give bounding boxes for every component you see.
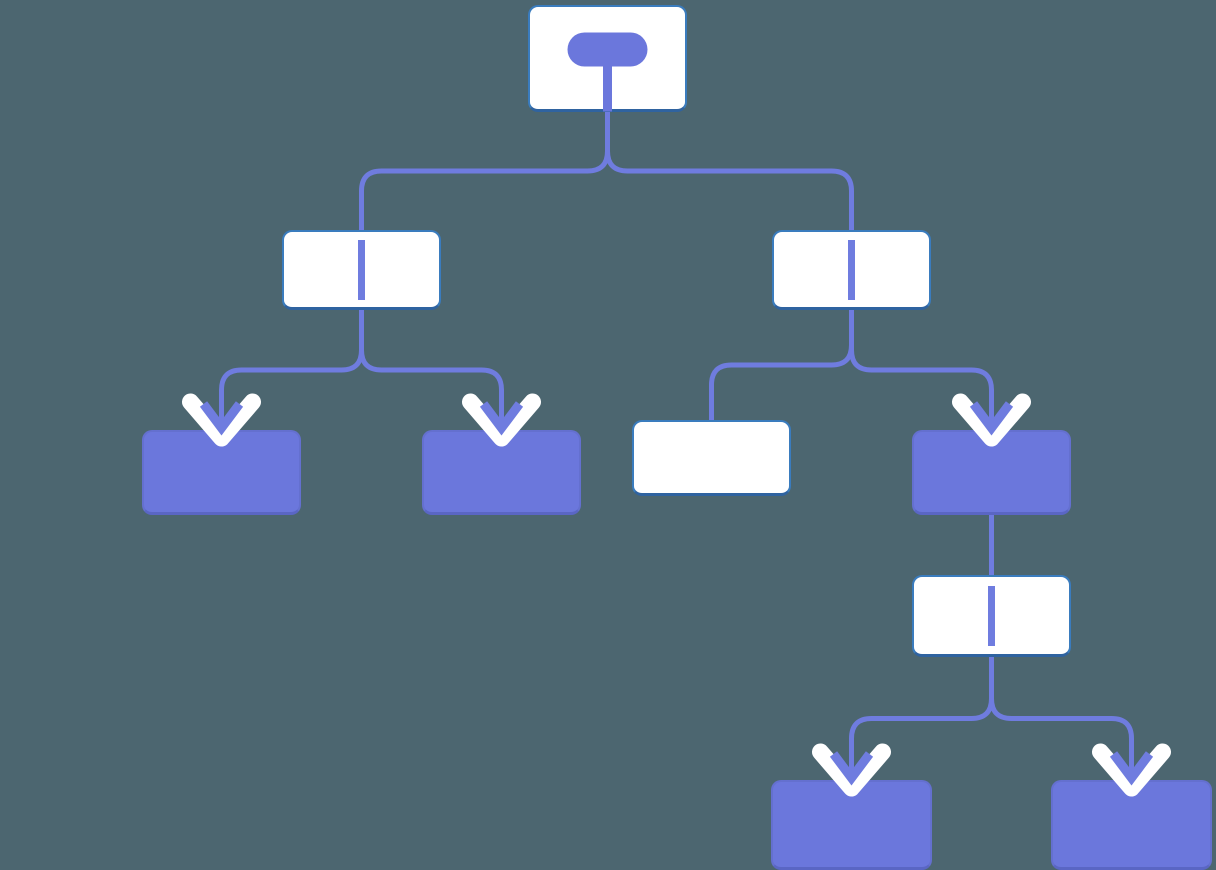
branch-right-node[interactable]	[772, 230, 931, 310]
leaf-node-5[interactable]	[1051, 780, 1212, 870]
branch-deep-node[interactable]	[912, 430, 1071, 515]
branch-left-node[interactable]	[282, 230, 441, 310]
root-node[interactable]	[528, 5, 687, 112]
leaf-node-4[interactable]	[771, 780, 932, 870]
leaf-node-2[interactable]	[422, 430, 581, 515]
sub-branch-node[interactable]	[912, 575, 1071, 657]
leaf-node-1[interactable]	[142, 430, 301, 515]
leaf-node-3[interactable]	[632, 420, 791, 496]
